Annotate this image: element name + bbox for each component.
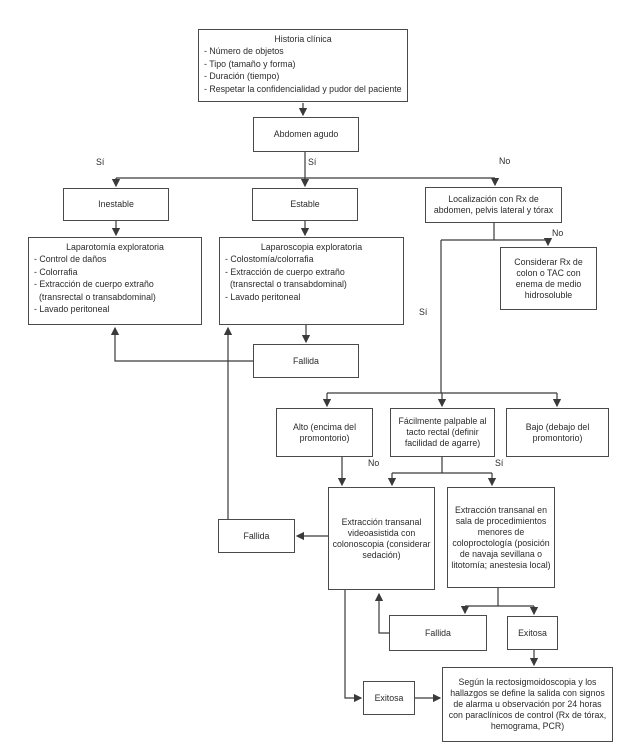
node-inestable: Inestable: [63, 188, 169, 221]
node-extraccion-sala-label: Extracción transanal en sala de procedim…: [451, 504, 551, 570]
edge-label-no-facilmente: No: [368, 458, 380, 468]
edge-label-si-left: Sí: [96, 157, 105, 167]
node-considerar-rx: Considerar Rx de colon o TAC con enema d…: [500, 247, 597, 310]
node-considerar-rx-label: Considerar Rx de colon o TAC con enema d…: [514, 256, 583, 300]
node-laparoscopia-item: - Extracción de cuerpo extraño: [225, 266, 345, 277]
node-fallida-2-label: Fallida: [243, 530, 270, 541]
node-inestable-label: Inestable: [98, 199, 134, 209]
node-localizacion-rx-label: Localización con Rx de abdomen, pelvis l…: [433, 194, 554, 215]
node-fallida-1: Fallida: [253, 344, 359, 378]
node-estable-label: Estable: [290, 199, 320, 209]
node-laparoscopia-item: (transrectal o transabdominal): [230, 279, 347, 290]
edge-label-no-considerar: No: [552, 228, 564, 238]
node-laparoscopia-title: Laparoscopia exploratoria: [260, 242, 363, 252]
node-extraccion-sala: Extracción transanal en sala de procedim…: [447, 487, 555, 588]
edge-label-no-right: No: [499, 156, 511, 166]
node-exitosa-1-label: Exitosa: [518, 627, 547, 638]
node-localizacion-rx: Localización con Rx de abdomen, pelvis l…: [425, 187, 562, 223]
node-laparoscopia: Laparoscopia exploratoria - Colostomía/c…: [219, 237, 404, 325]
node-laparoscopia-item: - Lavado peritoneal: [225, 291, 301, 302]
node-historia-clinica-title: Historia clínica: [274, 34, 332, 44]
node-exitosa-1: Exitosa: [507, 616, 558, 650]
node-estable: Estable: [252, 188, 358, 221]
node-laparotomia-item: - Control de daños: [34, 254, 107, 265]
node-historia-item: - Duración (tiempo): [204, 71, 280, 82]
node-historia-item: - Respetar la confidencialidad y pudor d…: [204, 83, 402, 94]
node-laparoscopia-item: - Colostomía/colorrafia: [225, 254, 314, 265]
edge-label-si-localizacion: Sí: [419, 307, 428, 317]
node-extraccion-videoasistida: Extracción transanal videoasistida con c…: [328, 487, 435, 590]
node-historia-clinica: Historia clínica - Número de objetos - T…: [198, 29, 408, 102]
node-fallida-1-label: Fallida: [293, 355, 319, 366]
node-segun-rectosigmoidoscopia-label: Según la rectosigmoidoscopia y los halla…: [448, 677, 607, 731]
node-fallida-3-label: Fallida: [425, 627, 451, 638]
node-facilmente-palpable-label: Fácilmente palpable al tacto rectal (def…: [398, 416, 487, 448]
node-laparotomia-title: Laparotomía exploratoria: [66, 242, 164, 252]
node-historia-item: - Número de objetos: [204, 46, 284, 57]
node-laparotomia: Laparotomía exploratoria - Control de da…: [28, 237, 202, 325]
node-laparotomia-item: (transrectal o transabdominal): [39, 291, 156, 302]
node-fallida-3: Fallida: [389, 615, 487, 651]
node-abdomen-agudo: Abdomen agudo: [253, 117, 359, 152]
node-historia-item: - Tipo (tamaño y forma): [204, 58, 296, 69]
node-extraccion-videoasistida-label: Extracción transanal videoasistida con c…: [332, 516, 431, 560]
node-exitosa-2-label: Exitosa: [374, 692, 404, 703]
node-laparotomia-item: - Extracción de cuerpo extraño: [34, 279, 154, 290]
node-exitosa-2: Exitosa: [363, 681, 415, 715]
node-laparotomia-item: - Colorrafia: [34, 266, 78, 277]
edge-label-si-center: Sí: [308, 157, 317, 167]
node-alto-promontorio: Alto (encima del promontorio): [276, 408, 373, 457]
node-alto-promontorio-label: Alto (encima del promontorio): [292, 421, 357, 443]
node-laparotomia-item: - Lavado peritoneal: [34, 304, 110, 315]
edge-label-si-facilmente: Sí: [495, 458, 504, 468]
node-facilmente-palpable: Fácilmente palpable al tacto rectal (def…: [390, 408, 495, 457]
node-bajo-promontorio-label: Bajo (debajo del promontorio): [525, 421, 590, 443]
node-fallida-2: Fallida: [218, 519, 295, 553]
node-segun-rectosigmoidoscopia: Según la rectosigmoidoscopia y los halla…: [442, 667, 613, 742]
node-bajo-promontorio: Bajo (debajo del promontorio): [506, 408, 609, 457]
node-abdomen-agudo-label: Abdomen agudo: [273, 129, 339, 139]
